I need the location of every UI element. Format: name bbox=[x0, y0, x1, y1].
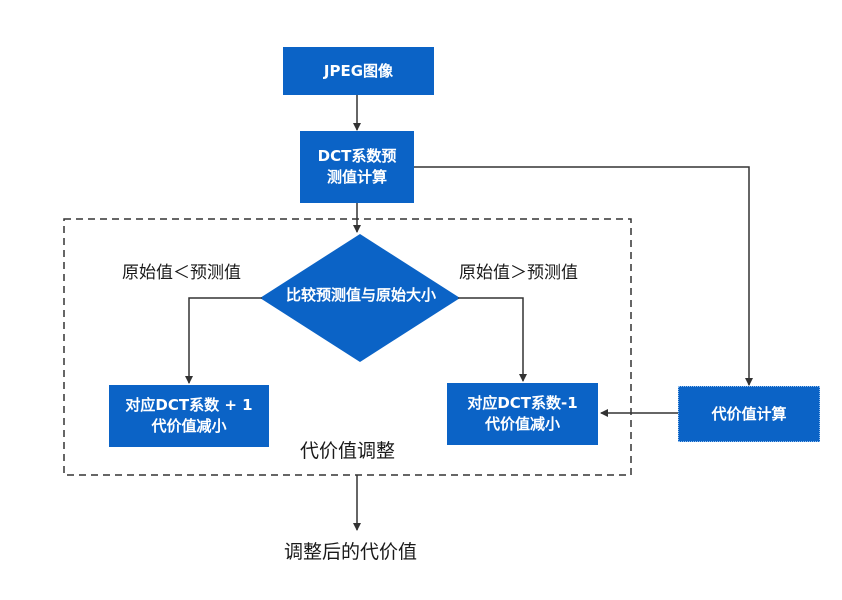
plus-one-node: 对应DCT系数 + 1 代价值减小 bbox=[109, 385, 269, 447]
compare-decision-shape bbox=[260, 234, 460, 362]
dct-prediction-label-line2: 测值计算 bbox=[326, 168, 387, 186]
branch-label-less: 原始值＜预测值 bbox=[122, 263, 241, 283]
plus-one-label-line2: 代价值减小 bbox=[151, 417, 227, 435]
arrow-compare-to-minus bbox=[458, 297, 527, 382]
jpeg-image-label: JPEG图像 bbox=[323, 61, 394, 80]
minus-one-node: 对应DCT系数-1 代价值减小 bbox=[447, 383, 598, 445]
minus-one-label-line2: 代价值减小 bbox=[484, 415, 560, 433]
branch-label-greater: 原始值＞预测值 bbox=[459, 263, 578, 283]
arrow-compare-to-plus bbox=[185, 297, 262, 384]
output-label: 调整后的代价值 bbox=[284, 541, 418, 563]
adjustment-group-label: 代价值调整 bbox=[300, 440, 396, 462]
adjustment-group-border bbox=[63, 218, 632, 476]
minus-one-label-line1: 对应DCT系数-1 bbox=[467, 394, 578, 412]
arrow-dct-to-cost-calc bbox=[414, 166, 753, 386]
dct-prediction-label-line1: DCT系数预 bbox=[317, 147, 397, 165]
cost-calculation-node: 代价值计算 bbox=[678, 386, 820, 442]
plus-one-label-line1: 对应DCT系数 + 1 bbox=[125, 396, 253, 414]
jpeg-image-node: JPEG图像 bbox=[283, 47, 434, 95]
compare-decision-label: 比较预测值与原始大小 bbox=[285, 286, 436, 304]
cost-calculation-label: 代价值计算 bbox=[711, 404, 787, 423]
dct-prediction-node: DCT系数预 测值计算 bbox=[300, 131, 414, 203]
